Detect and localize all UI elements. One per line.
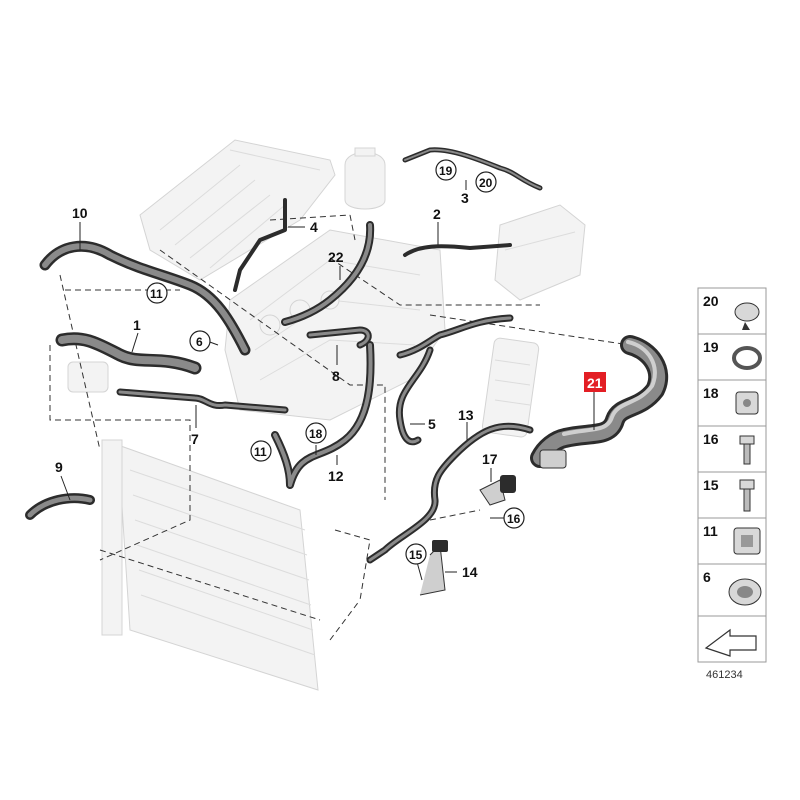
callout-12: 12 xyxy=(328,468,344,484)
callout-18: 18 xyxy=(309,427,323,441)
hose-10[interactable] xyxy=(39,240,251,356)
legend-num-15: 15 xyxy=(703,477,719,493)
callout-11-top: 11 xyxy=(150,287,163,301)
callout-9: 9 xyxy=(55,459,63,475)
hose-21[interactable] xyxy=(530,335,669,469)
ghost-water-pump xyxy=(67,361,109,393)
callout-1: 1 xyxy=(133,317,141,333)
legend-column: 20 19 18 16 15 11 xyxy=(697,287,767,681)
legend-num-19: 19 xyxy=(703,339,719,355)
ghost-intake-manifold xyxy=(139,139,336,281)
hose-2[interactable] xyxy=(403,243,512,257)
clip-bracket-icon xyxy=(735,391,759,415)
bolt-hex-icon xyxy=(739,479,755,512)
callout-10: 10 xyxy=(72,205,88,221)
callouts: 10 1 2 3 4 5 7 8 9 12 13 14 17 22 11 6 1… xyxy=(55,159,606,580)
callout-8: 8 xyxy=(332,368,340,384)
ghost-radiator xyxy=(101,439,319,691)
callout-5: 5 xyxy=(428,416,436,432)
callout-22: 22 xyxy=(328,249,344,265)
callout-4: 4 xyxy=(310,219,318,235)
part-reference-number: 461234 xyxy=(706,669,743,681)
callout-16: 16 xyxy=(507,512,521,526)
hose-1[interactable] xyxy=(55,332,202,375)
callout-13: 13 xyxy=(458,407,474,423)
bolt-flange-icon xyxy=(739,435,755,465)
hose-22[interactable] xyxy=(281,221,375,326)
callout-17: 17 xyxy=(482,451,498,467)
hose-5[interactable] xyxy=(395,314,514,446)
callout-15: 15 xyxy=(409,548,423,562)
legend-num-18: 18 xyxy=(703,385,719,401)
callout-20: 20 xyxy=(479,176,493,190)
clip-holder-icon xyxy=(733,527,761,555)
hose-3[interactable] xyxy=(402,147,543,191)
hose-clamp-band-icon xyxy=(732,346,762,370)
hose-clamp-spring-icon xyxy=(734,302,760,330)
legend-num-20: 20 xyxy=(703,293,719,309)
hose-7[interactable] xyxy=(116,388,289,414)
callout-7: 7 xyxy=(191,431,199,447)
leader-lines xyxy=(60,180,595,581)
callout-3: 3 xyxy=(461,190,469,206)
callout-2: 2 xyxy=(433,206,441,222)
hose-4[interactable] xyxy=(233,198,287,292)
direction-arrow-icon xyxy=(704,628,757,657)
bracket-17[interactable] xyxy=(479,475,516,506)
ghost-expansion-tank-right xyxy=(494,204,586,301)
hose-13[interactable] xyxy=(366,422,534,564)
legend-num-11: 11 xyxy=(703,523,718,539)
callout-14: 14 xyxy=(462,564,478,580)
ghost-auxiliary-radiator xyxy=(481,337,540,438)
quick-connector-icon xyxy=(728,578,762,606)
bracket-14[interactable] xyxy=(419,540,448,596)
callout-6: 6 xyxy=(196,335,203,349)
ghost-expansion-tank-left xyxy=(344,147,386,210)
legend-num-6: 6 xyxy=(703,569,711,585)
callout-21-highlighted: 21 xyxy=(587,375,603,391)
legend-num-16: 16 xyxy=(703,431,719,447)
hose-8[interactable] xyxy=(306,326,372,349)
callout-11-bottom: 11 xyxy=(254,445,267,459)
hose-9[interactable] xyxy=(25,493,95,520)
callout-19: 19 xyxy=(439,164,453,178)
hose-12[interactable] xyxy=(271,341,375,489)
